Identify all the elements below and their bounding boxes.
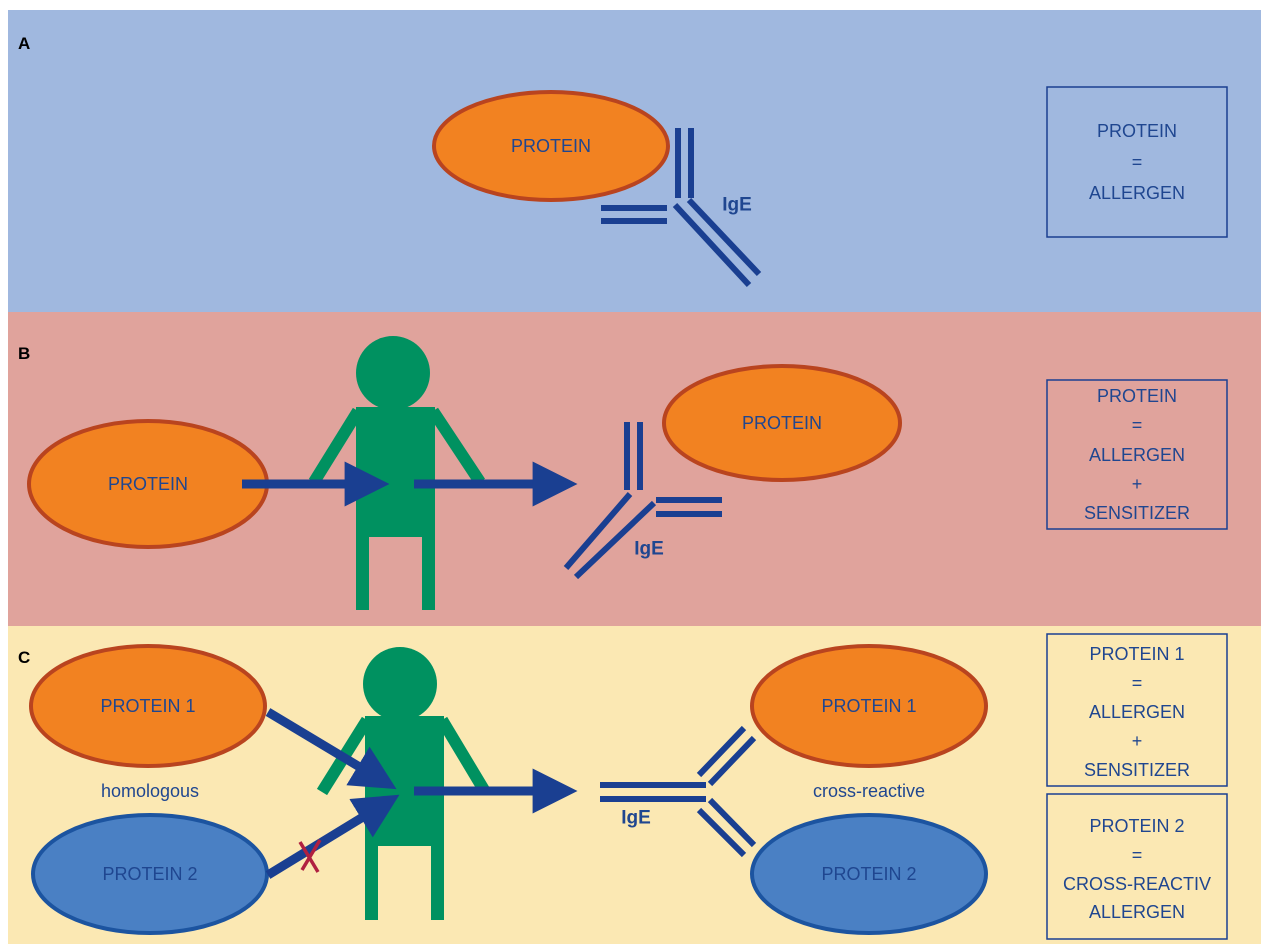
panel-a-box-line-3: ALLERGEN [1089, 183, 1185, 203]
panel-b-ige-label: IgE [634, 539, 664, 560]
panel-b-box-line-1: PROTEIN [1097, 386, 1177, 406]
panel-c-box2-line-2: = [1132, 845, 1143, 865]
panel-a-ige-label: IgE [722, 195, 752, 216]
panel-c-protein1-out [750, 644, 988, 768]
panel-b-letter: B [18, 344, 30, 363]
panel-a-box-line-1: PROTEIN [1097, 121, 1177, 141]
panel-c-ige-antibody [600, 725, 757, 858]
panel-c-letter: C [18, 648, 30, 667]
panel-a-box-line-2: = [1132, 152, 1143, 172]
panel-c-box1-line-4: + [1132, 731, 1143, 751]
panel-a-summary-box [1046, 86, 1228, 238]
panel-c-protein2-out-label: PROTEIN 2 [821, 864, 916, 884]
panel-c-ige-label: IgE [621, 808, 651, 829]
panel-c-cross-mark [298, 839, 322, 873]
panel-c-person [316, 647, 490, 920]
panel-a-protein [432, 90, 670, 202]
panel-b-summary-box [1046, 379, 1228, 530]
panel-c-protein1-out-label: PROTEIN 1 [821, 696, 916, 716]
panel-b-protein-in-label: PROTEIN [108, 474, 188, 494]
panel-c: C PROTEIN 1 homologous PROTEIN 2 [8, 626, 1261, 944]
panel-b-box-line-4: + [1132, 474, 1143, 494]
panel-c-protein2-in-label: PROTEIN 2 [102, 864, 197, 884]
panel-c-box1-line-2: = [1132, 673, 1143, 693]
panel-b-protein-out-label: PROTEIN [742, 413, 822, 433]
panel-b-box-line-3: ALLERGEN [1089, 445, 1185, 465]
panel-c-summary-box-1 [1046, 633, 1228, 787]
panel-c-homologous-label: homologous [101, 781, 199, 801]
panel-c-box2-line-3: CROSS-REACTIV [1063, 874, 1211, 894]
panel-c-box2-line-1: PROTEIN 2 [1089, 816, 1184, 836]
panel-a-protein-label: PROTEIN [511, 136, 591, 156]
panel-b: B PROTEIN IgE PROTEIN PROTEIN = ALLERGEN [8, 312, 1261, 626]
panel-b-box-line-5: SENSITIZER [1084, 503, 1190, 523]
panel-a: A PROTEIN IgE PROTEIN = ALLERGEN [8, 10, 1261, 312]
panel-c-box1-line-3: ALLERGEN [1089, 702, 1185, 722]
panel-c-protein2-in [31, 813, 269, 935]
panel-c-cross-reactive-label: cross-reactive [813, 781, 925, 801]
panel-b-protein-out [662, 364, 902, 482]
panel-a-letter: A [18, 34, 30, 53]
panel-c-box2-line-4: ALLERGEN [1089, 902, 1185, 922]
panel-c-protein1-in-label: PROTEIN 1 [100, 696, 195, 716]
panel-c-protein2-out [750, 813, 988, 935]
panel-c-arrow-protein1-into-person [265, 708, 397, 790]
panel-c-box1-line-1: PROTEIN 1 [1089, 644, 1184, 664]
panel-c-protein1-in [29, 644, 267, 768]
panel-b-box-line-2: = [1132, 415, 1143, 435]
panel-c-arrow-protein2-into-person [265, 794, 400, 879]
panel-c-summary-box-2 [1046, 793, 1228, 940]
panel-c-box1-line-5: SENSITIZER [1084, 760, 1190, 780]
panel-a-ige-antibody [601, 128, 762, 288]
panel-b-ige-antibody [563, 422, 722, 580]
